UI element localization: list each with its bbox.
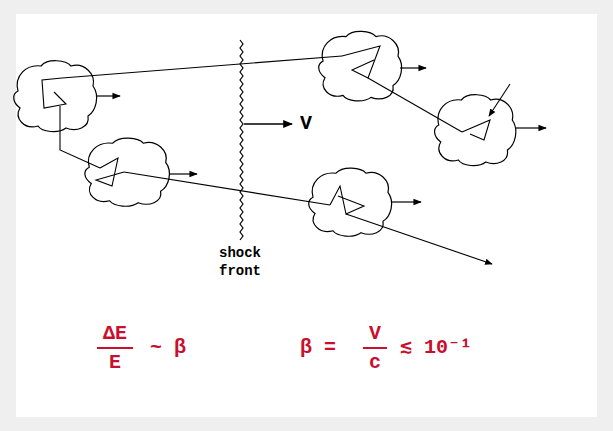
plasma-cloud — [14, 61, 97, 132]
fraction-bar — [363, 347, 387, 349]
velocity-label: V — [300, 114, 312, 134]
plasma-cloud — [309, 168, 392, 236]
shock-velocity-arrow — [244, 123, 292, 124]
formula-text: β = — [300, 338, 336, 358]
formula-numerator: V — [369, 324, 381, 344]
cloud-velocity-arrows — [97, 68, 546, 202]
formula-denominator: E — [109, 353, 121, 373]
formula-text: ~ β — [150, 338, 186, 358]
formula-numerator: ΔE — [103, 324, 127, 344]
shock-front-label: shock front — [208, 245, 272, 280]
white-panel — [16, 14, 597, 417]
fraction-bar — [97, 347, 133, 349]
particle-trajectory — [42, 46, 510, 264]
formula-denominator: c — [369, 353, 381, 373]
formula-text: ≲ 10⁻¹ — [400, 338, 472, 358]
shock-front-line — [240, 40, 243, 240]
plasma-cloud — [435, 95, 516, 166]
